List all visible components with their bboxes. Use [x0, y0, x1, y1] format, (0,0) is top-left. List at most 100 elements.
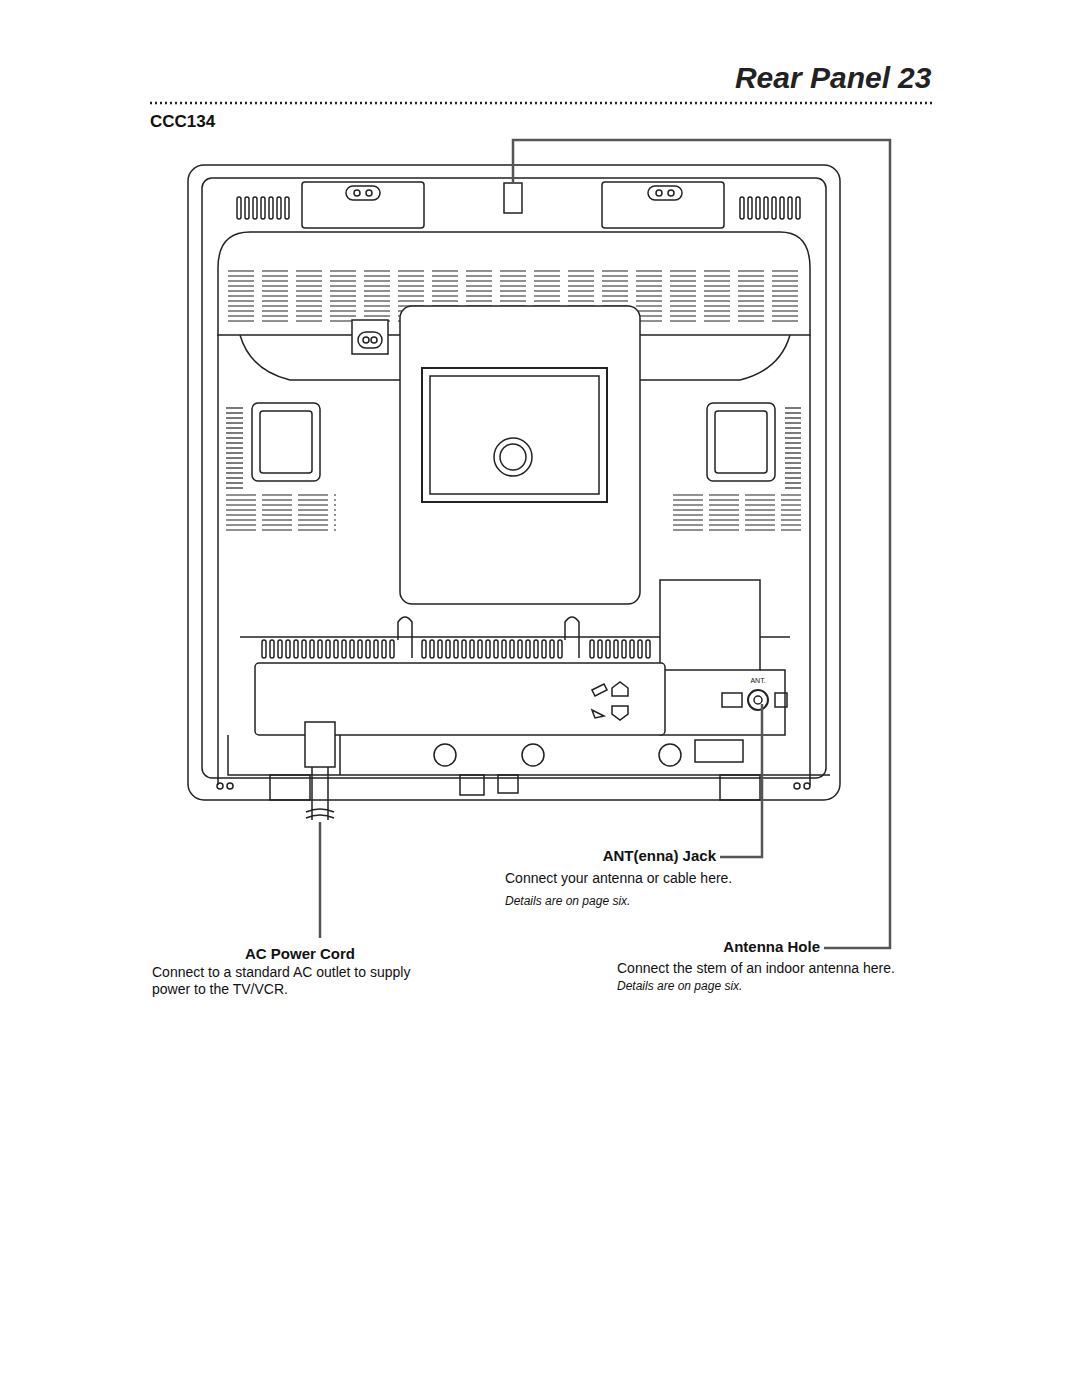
panel-circle: [434, 744, 456, 766]
panel-rect: [550, 640, 554, 658]
panel-rect: [422, 368, 607, 502]
panel-rect: [722, 693, 742, 707]
panel-line: [226, 427, 243, 428]
panel-line: [226, 524, 336, 525]
panel-rect: [590, 640, 594, 658]
panel-line: [785, 432, 801, 433]
panel-line: [673, 494, 801, 495]
panel-line: [226, 457, 243, 458]
panel-rect: [188, 165, 840, 800]
panel-rect: [390, 640, 394, 658]
panel-rect: [534, 640, 538, 658]
panel-rect: [318, 640, 322, 658]
panel-circle: [668, 190, 674, 196]
panel-line: [226, 467, 243, 468]
panel-line: [226, 462, 243, 463]
panel-line: [785, 412, 801, 413]
panel-line: [226, 432, 243, 433]
panel-circle: [748, 690, 768, 710]
panel-circle: [659, 744, 681, 766]
panel-rect: [772, 197, 776, 219]
panel-rect: [350, 640, 354, 658]
panel-rect: [260, 411, 312, 473]
panel-rect: [262, 640, 266, 658]
panel-rect: [286, 640, 290, 658]
panel-rect: [352, 320, 388, 354]
panel-circle: [804, 783, 810, 789]
panel-path: [720, 704, 762, 857]
jack-marking: ANT.: [738, 677, 778, 685]
panel-path: [306, 767, 334, 820]
panel-rect: [446, 640, 450, 658]
panel-rect: [400, 306, 640, 604]
panel-rect: [253, 197, 257, 219]
panel-rect: [374, 640, 378, 658]
panel-rect: [504, 183, 522, 213]
panel-rect: [310, 640, 314, 658]
panel-rect: [788, 197, 792, 219]
panel-rect: [237, 197, 241, 219]
panel-circle: [656, 190, 662, 196]
panel-path: [513, 140, 890, 948]
callout-heading: ANT(enna) Jack: [520, 847, 716, 865]
panel-rect: [270, 775, 310, 800]
panel-line: [226, 519, 336, 520]
panel-path: [398, 617, 579, 658]
panel-rect: [602, 182, 724, 228]
panel-line: [226, 447, 243, 448]
panel-circle: [494, 438, 532, 476]
panel-line: [226, 477, 243, 478]
panel-line: [785, 437, 801, 438]
panel-circle: [363, 337, 369, 343]
panel-line: [785, 442, 801, 443]
callout-heading: Antenna Hole: [640, 938, 820, 956]
panel-circle: [217, 783, 223, 789]
panel-line: [785, 422, 801, 423]
panel-rect: [460, 775, 484, 795]
panel-rect: [486, 640, 490, 658]
panel-rect: [775, 693, 787, 707]
panel-line: [673, 504, 801, 505]
panel-line: [785, 452, 801, 453]
panel-line: [226, 417, 243, 418]
panel-rect: [638, 640, 642, 658]
panel-line: [226, 442, 243, 443]
panel-line: [226, 452, 243, 453]
panel-line: [150, 102, 932, 105]
panel-line: [673, 519, 801, 520]
panel-rect: [542, 640, 546, 658]
panel-line: [785, 417, 801, 418]
model-number: CCC134: [150, 112, 300, 132]
panel-rect: [660, 580, 760, 670]
panel-rect: [494, 640, 498, 658]
panel-line: [785, 477, 801, 478]
panel-line: [785, 457, 801, 458]
panel-rect: [269, 197, 273, 219]
callout-text: Connect your antenna or cable here.: [505, 870, 805, 887]
panel-rect: [454, 640, 458, 658]
panel-rect: [614, 640, 618, 658]
callout-body: Connect the stem of an indoor antenna he…: [617, 960, 917, 994]
panel-rect: [707, 403, 775, 481]
panel-rect: [606, 640, 610, 658]
panel-rect: [202, 178, 826, 778]
panel-rect: [780, 197, 784, 219]
panel-rect: [796, 197, 800, 219]
panel-rect: [261, 197, 265, 219]
panel-rect: [498, 775, 518, 793]
panel-rect: [334, 640, 338, 658]
panel-rect: [764, 197, 768, 219]
panel-line: [228, 280, 800, 281]
panel-rect: [748, 197, 752, 219]
panel-rect: [366, 640, 370, 658]
panel-rect: [630, 640, 634, 658]
panel-rect: [526, 640, 530, 658]
panel-rect: [326, 640, 330, 658]
panel-line: [226, 482, 243, 483]
panel-line: [228, 275, 800, 276]
panel-rect: [382, 640, 386, 658]
panel-line: [785, 447, 801, 448]
panel-rect: [740, 197, 744, 219]
panel-rect: [462, 640, 466, 658]
panel-line: [228, 300, 800, 301]
